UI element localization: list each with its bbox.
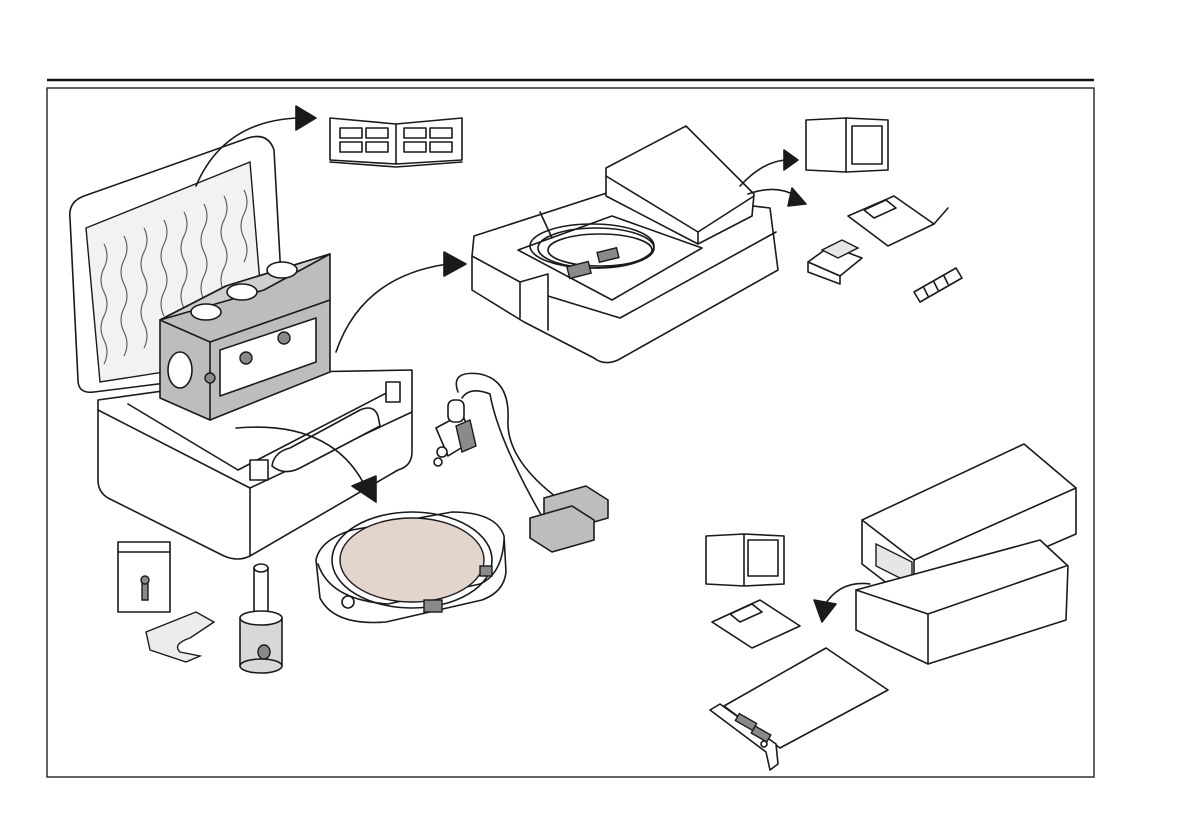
interface-card	[710, 648, 888, 770]
pedal-manual-booklet	[806, 118, 888, 172]
screw-bag	[118, 542, 170, 612]
case-latch-left	[250, 460, 268, 480]
case-latch-right	[386, 382, 400, 402]
serial-connector	[808, 240, 862, 284]
arrow-to-pedal-manual	[740, 160, 788, 186]
measuring-plate	[316, 512, 506, 623]
manual-booklet	[330, 118, 462, 167]
accessory-box	[814, 444, 1076, 664]
arrow-to-pedal-disk	[748, 189, 796, 196]
pedal-switch-package	[472, 126, 806, 363]
software-disk	[712, 600, 800, 648]
arrow-to-pedal	[336, 264, 448, 352]
software-manual	[706, 534, 784, 586]
spacer-clip	[146, 612, 214, 662]
adapter-plug	[914, 268, 962, 302]
carrying-case	[70, 137, 412, 560]
mounting-post	[240, 564, 282, 673]
floppy-disk	[848, 196, 948, 246]
